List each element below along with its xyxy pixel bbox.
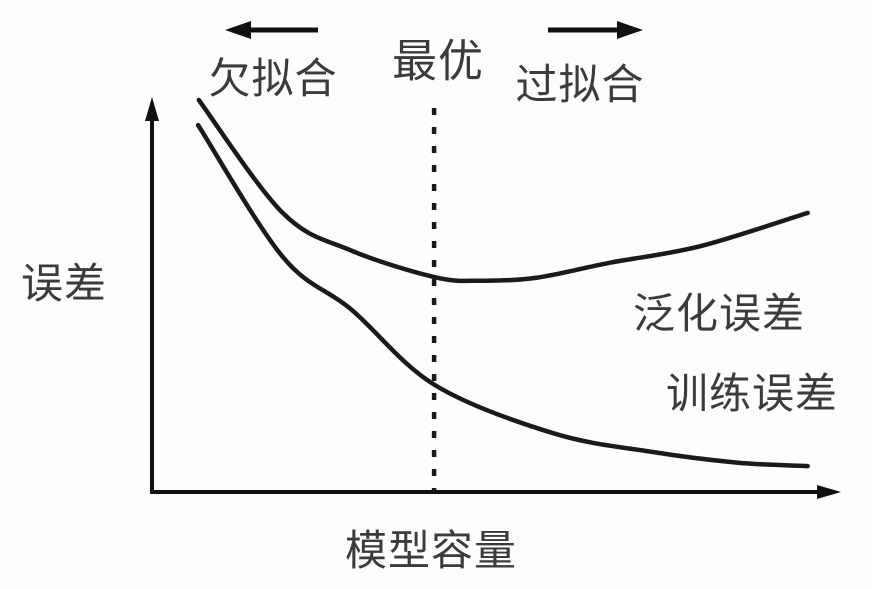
x-axis-arrowhead-icon: [817, 485, 841, 499]
x-axis-label: 模型容量: [344, 526, 518, 574]
y-axis-label: 误差: [20, 259, 108, 307]
training-error-curve: [195, 122, 810, 469]
generalization-error-curve: [196, 97, 810, 284]
underfitting-label: 欠拟合: [208, 54, 338, 102]
y-axis-arrowhead-icon: [145, 97, 159, 121]
generalization-error-label: 泛化误差: [632, 289, 806, 337]
overfitting-arrowhead-icon: [617, 21, 643, 39]
training-error-label: 训练误差: [665, 369, 839, 417]
underfitting-arrowhead-icon: [225, 21, 251, 39]
optimal-label: 最优: [391, 35, 485, 87]
overfitting-label: 过拟合: [515, 60, 645, 108]
